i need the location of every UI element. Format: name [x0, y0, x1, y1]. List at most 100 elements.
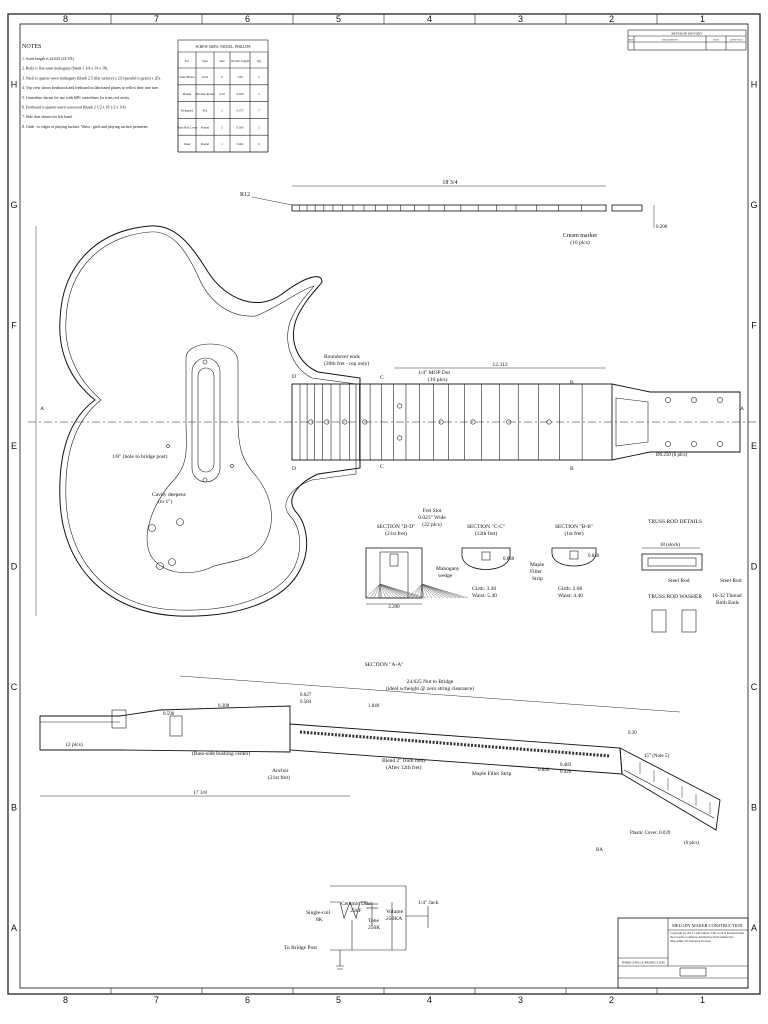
thread-label-2: Both Ends	[716, 600, 739, 606]
girth-bb: Girth: 2.68	[558, 586, 582, 592]
screw-table-cell: Truss Rod Cover	[177, 125, 197, 129]
rev-header-date: DATE	[713, 39, 720, 42]
section-a-right: A	[740, 406, 744, 412]
neck-profile	[289, 723, 623, 775]
zone-row-right: E	[751, 441, 757, 451]
blend-label: Blend 2" from body	[382, 757, 426, 764]
section-aa-title: SECTION "A-A"	[365, 662, 404, 668]
note5-label: 15° (Note 5)	[644, 754, 669, 759]
jack-label: 1/4" Jack	[418, 900, 439, 906]
note-item: 7. Side dots shown for left hand.	[22, 115, 73, 119]
zone-row-left: D	[11, 561, 18, 571]
cream-marker-label: Cream marker	[563, 233, 597, 239]
screw-table-cell: 2	[258, 75, 260, 79]
section-dd-sub: (21st fret)	[385, 530, 407, 537]
six-plcs-label: (6 plcs)	[684, 841, 699, 846]
section-bb-sub: (1st fret)	[564, 530, 583, 537]
screw-table-header: Qty	[257, 59, 262, 63]
screw-table-cell: Strap Button	[179, 75, 195, 79]
section-dd-title: SECTION "D-D"	[377, 524, 416, 530]
zone-row-right: D	[751, 561, 758, 571]
screw-table-cell: Machine Round	[195, 92, 215, 96]
screw-table-cell: Round	[201, 125, 210, 129]
zone-row-right: A	[751, 923, 757, 933]
neck-view: Roundover ends (20th fret - top only) 1/…	[291, 354, 744, 472]
fretboard-view: 18 3/4 R12 0.200 Cream marker (10 plcs)	[240, 180, 668, 246]
cavity-deepens-label: Cavity deepens	[152, 492, 186, 498]
headstock-profile	[619, 747, 721, 831]
copyright-text: Copyright (c) 2011 CAD Guitars. This wor…	[670, 931, 745, 943]
roundover-sub: (20th fret - top only)	[324, 360, 369, 367]
mahogany-label-2: wedge	[438, 573, 453, 579]
dim-0627: 0.627	[300, 693, 312, 698]
cream-marker-count: (10 plcs)	[570, 239, 590, 246]
inner-border	[19, 23, 749, 989]
zone-row-left: B	[11, 802, 17, 812]
zone-row-left: A	[11, 923, 17, 933]
waist-bb: Waist: 4.40	[558, 593, 583, 599]
zone-col-bottom: 1	[700, 995, 705, 1005]
volume-label: Volume	[386, 909, 404, 915]
guitar-body: A 1/8" (hole to bridge post) Cavity deep…	[28, 225, 760, 617]
zone-row-right: H	[751, 79, 758, 89]
dim-2200: 2.200	[388, 605, 400, 610]
section-bb-shape	[551, 547, 597, 567]
section-d-bottom: D	[292, 466, 296, 472]
fret-slot-label: Fret Slot	[422, 508, 442, 514]
ra-label: RA	[596, 848, 603, 853]
screw-table-cell: 6	[221, 75, 223, 79]
section-a-marker: A	[40, 406, 44, 412]
zone-col-top: 2	[609, 14, 614, 24]
dim-0590: 0.590	[163, 712, 175, 717]
section-b-bottom: B	[570, 466, 574, 472]
zone-col-bottom: 4	[427, 995, 432, 1005]
screw-table-header: Overall Length	[231, 59, 250, 63]
truss-details-title: TRUSS ROD DETAILS	[648, 519, 702, 525]
label-r12: R12	[240, 192, 250, 198]
screw-table-cell: 0.500	[237, 125, 244, 129]
single-coil-label: Single-coil	[306, 910, 331, 916]
tone-value: 250K	[368, 925, 380, 931]
company-label: MELODY MAKER CONSTRUCTION	[672, 923, 743, 928]
dim-0483: 0.483	[560, 763, 572, 768]
note-item: 1. Scale length is 24.625 (24 5/8).	[22, 57, 75, 61]
screw-table-cell: 7	[258, 109, 260, 113]
zone-col-bottom: 7	[154, 995, 159, 1005]
pickup-cavity	[191, 357, 221, 483]
zone-col-top: 6	[245, 14, 250, 24]
ceramic-label: Ceramic Disc	[341, 901, 372, 907]
cavity-deepens-sub: (to 1")	[158, 498, 172, 505]
dim-12312: 12.312	[492, 362, 507, 368]
zone-row-right: B	[751, 802, 757, 812]
screw-table-header: Size	[219, 59, 225, 63]
screw-table-cell: 0.462	[237, 142, 244, 146]
maple-strip-label: Maple Filler Strip	[472, 771, 512, 777]
note-item: 3. Neck is quarter-sawn mahogany (blank …	[22, 76, 161, 80]
screw-table-cell: Pickup	[183, 92, 192, 96]
screw-table-cell: 1	[221, 142, 223, 146]
waist-cc: Waist: 5.40	[472, 593, 497, 599]
fretboard-length: 18 3/4	[442, 180, 457, 186]
nut-bridge-sub: (ideal w/height @ zero string clearance)	[386, 685, 474, 692]
zone-col-top: 4	[427, 14, 432, 24]
screw-table-cell: 2	[258, 92, 260, 96]
jack-hole	[156, 562, 164, 570]
zone-col-bottom: 8	[63, 995, 68, 1005]
section-c-top: C	[380, 375, 384, 381]
rev-header-desc: DESCRIPTION	[662, 39, 678, 42]
roundover-label: Roundover ends	[324, 354, 360, 360]
fret-slot-count: (22 plcs)	[422, 521, 442, 528]
zone-row-right: G	[750, 200, 757, 210]
revision-block: REVISION HISTORY REV DESCRIPTION DATE AP…	[627, 29, 747, 51]
screw-table-header: Type	[202, 59, 209, 63]
mahogany-label: Mahogany	[436, 566, 460, 572]
section-views: Fret Slot 0.023" Wide (22 plcs) SECTION …	[365, 508, 600, 610]
screw-table-cell: Tuner	[183, 142, 190, 146]
screw-table-cell: 0.400	[237, 92, 244, 96]
section-cc-shape	[461, 547, 511, 570]
blend-sub: (After 12th fret)	[386, 764, 422, 771]
steel-rod-1: Steel Rod	[668, 578, 690, 584]
